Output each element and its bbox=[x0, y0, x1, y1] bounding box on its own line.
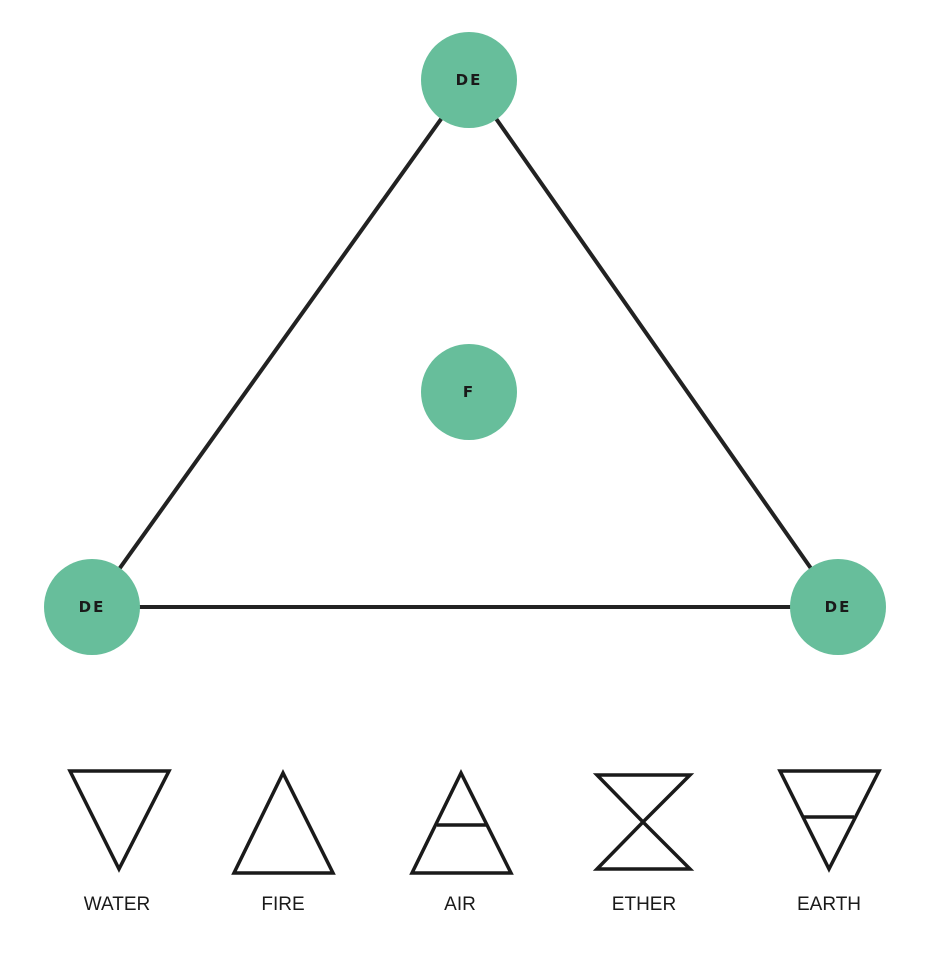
element-labels: WATER FIRE AIR ETHER EARTH bbox=[84, 894, 861, 915]
node-center-circle bbox=[421, 344, 517, 440]
water-symbol-icon bbox=[67, 769, 172, 873]
node-bottom-left-label: DE bbox=[79, 598, 106, 616]
element-symbols bbox=[67, 769, 882, 875]
element-label-air: AIR bbox=[444, 894, 476, 915]
node-center-label: F bbox=[463, 383, 475, 401]
node-top-circle bbox=[421, 32, 517, 128]
node-bottom-left: DE bbox=[44, 559, 140, 655]
water-triangle bbox=[67, 769, 172, 873]
node-center: F bbox=[421, 344, 517, 440]
element-label-ether: ETHER bbox=[612, 894, 676, 915]
node-top-label: DE bbox=[456, 71, 483, 89]
ether-symbol-icon bbox=[592, 773, 695, 871]
fire-triangle bbox=[231, 769, 336, 875]
node-bottom-right-label: DE bbox=[825, 598, 852, 616]
node-bottom-right: DE bbox=[790, 559, 886, 655]
ether-upper-triangle bbox=[592, 773, 695, 825]
edge-top-right bbox=[467, 78, 840, 609]
edge-top-left bbox=[90, 78, 471, 609]
fire-symbol-icon bbox=[231, 769, 336, 875]
node-top: DE bbox=[421, 32, 517, 128]
node-bottom-right-circle bbox=[790, 559, 886, 655]
element-label-earth: EARTH bbox=[797, 894, 861, 915]
earth-triangle bbox=[777, 769, 882, 873]
element-label-fire: FIRE bbox=[261, 894, 304, 915]
air-symbol-icon bbox=[409, 769, 514, 875]
ether-lower-triangle bbox=[592, 819, 695, 871]
triangle-edges bbox=[90, 78, 840, 609]
element-label-water: WATER bbox=[84, 894, 151, 915]
air-triangle bbox=[409, 769, 514, 875]
earth-symbol-icon bbox=[777, 769, 882, 873]
node-bottom-left-circle bbox=[44, 559, 140, 655]
